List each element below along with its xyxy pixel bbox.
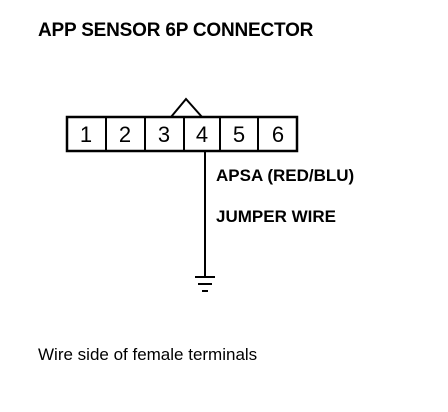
pin-2-label: 2 bbox=[119, 122, 131, 147]
connector-dividers bbox=[105, 117, 259, 151]
apsa-wire-label: APSA (RED/BLU) bbox=[216, 166, 355, 185]
connector-body bbox=[65, 115, 299, 153]
pin-5-label: 5 bbox=[233, 122, 245, 147]
pin-4-label: 4 bbox=[196, 122, 208, 147]
ground-icon bbox=[195, 276, 215, 292]
pin-6-label: 6 bbox=[272, 122, 284, 147]
diagram-title: APP SENSOR 6P CONNECTOR bbox=[38, 20, 314, 41]
jumper-wire-label: JUMPER WIRE bbox=[216, 207, 336, 226]
pin-3-label: 3 bbox=[158, 122, 170, 147]
footer-caption: Wire side of female terminals bbox=[38, 345, 258, 364]
connector-lock-tab bbox=[170, 97, 203, 118]
pin-1-label: 1 bbox=[80, 122, 92, 147]
